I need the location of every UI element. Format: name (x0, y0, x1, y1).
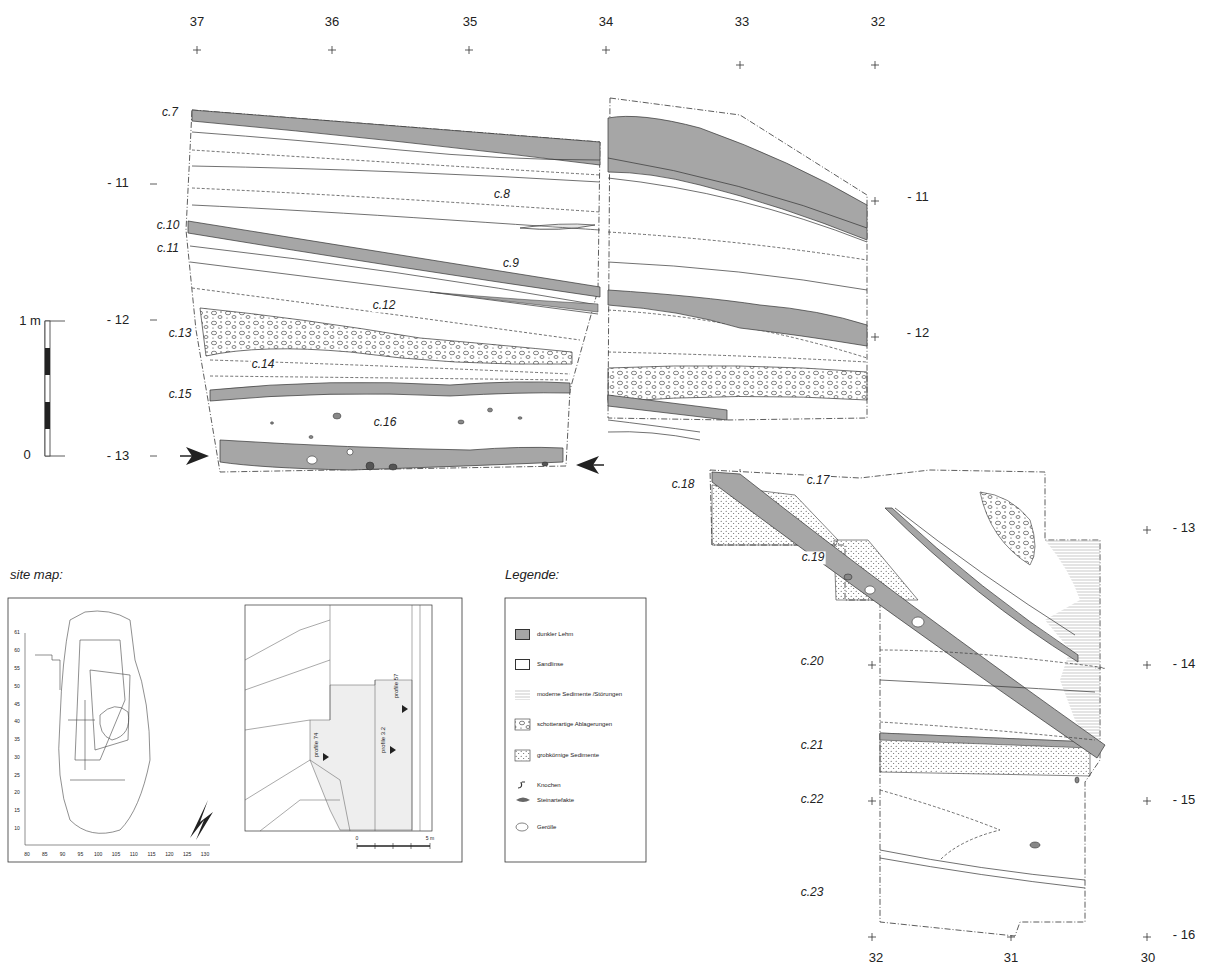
coordinate-label: - 16 (1173, 928, 1195, 942)
coordinate-label: 30 (14, 755, 20, 761)
coordinate-label: - 13 (1173, 521, 1195, 535)
coordinate-label: 35 (14, 737, 20, 743)
coordinate-label: 31 (1004, 951, 1018, 965)
legend-text: Gerölle (537, 824, 556, 831)
layer-label: c.13 (168, 327, 193, 340)
layer-label: c.18 (671, 478, 696, 491)
layer-label: c.16 (373, 416, 398, 429)
coordinate-label: 10 (14, 826, 20, 832)
coordinate-label: 60 (14, 648, 20, 654)
coordinate-label: profile 3.2 (380, 727, 387, 753)
coordinate-label: 34 (599, 15, 613, 29)
layer-label: c.15 (168, 388, 193, 401)
coordinate-label: 1 m (19, 314, 41, 328)
legend-text: Knochen (537, 782, 561, 789)
coordinate-label: 35 (463, 15, 477, 29)
coordinate-label: 50 (14, 684, 20, 690)
coordinate-label: 80 (24, 852, 30, 858)
coordinate-label: 25 (14, 773, 20, 779)
coordinate-label: 130 (201, 852, 209, 858)
legend-text: schotterartige Ablagerungen (537, 721, 612, 728)
coordinate-label: 125 (183, 852, 191, 858)
legend-text: Steinartefakte (537, 797, 574, 804)
layer-label: c.21 (800, 739, 825, 752)
coordinate-label: 100 (94, 852, 102, 858)
layer-label: c.19 (801, 551, 826, 564)
coordinate-label: - 14 (1173, 657, 1195, 671)
layer-label: c.23 (800, 886, 825, 899)
coordinate-label: 37 (190, 15, 204, 29)
coordinate-label: - 12 (107, 313, 129, 327)
coordinate-label: 40 (14, 719, 20, 725)
coordinate-label: 61 (14, 630, 20, 636)
layer-label: c.12 (372, 299, 397, 312)
layer-label: c.8 (493, 188, 511, 201)
coordinate-label: 120 (165, 852, 173, 858)
coordinate-label: 105 (112, 852, 120, 858)
layer-label: Legende: (505, 568, 559, 582)
legend-text: moderne Sedimente /Störungen (537, 691, 622, 698)
coordinate-label: 5 m (426, 836, 434, 842)
coordinate-label: profile 74 (313, 733, 320, 758)
coordinate-label: profile 57 (393, 674, 400, 699)
legend-text: Sandlinse (537, 661, 563, 668)
coordinate-label: - 15 (1173, 793, 1195, 807)
layer-label: c.14 (251, 358, 276, 371)
legend-text: grobkörnige Sedimente (537, 752, 599, 759)
layer-label: c.10 (156, 219, 181, 232)
coordinate-label: 20 (14, 790, 20, 796)
layer-label: c.22 (800, 793, 825, 806)
coordinate-label: 30 (1141, 951, 1155, 965)
coordinate-label: 32 (869, 951, 883, 965)
coordinate-label: - 13 (107, 449, 129, 463)
coordinate-label: 115 (148, 852, 156, 858)
layer-label: c.7 (161, 106, 179, 119)
layer-label: c.9 (502, 257, 520, 270)
coordinate-label: 36 (325, 15, 339, 29)
coordinate-label: 32 (871, 15, 885, 29)
coordinate-label: 110 (130, 852, 138, 858)
coordinate-label: 90 (60, 852, 66, 858)
coordinate-label: 0 (23, 448, 30, 462)
coordinate-label: 85 (42, 852, 48, 858)
coordinate-label: - 12 (907, 326, 929, 340)
layer-label: c.11 (156, 242, 180, 255)
coordinate-label: 95 (78, 852, 84, 858)
coordinate-label: 45 (14, 702, 20, 708)
legend-swatch (515, 659, 530, 670)
coordinate-label: 15 (14, 808, 20, 814)
coordinate-label: 55 (14, 666, 20, 672)
legend-swatch (515, 629, 530, 640)
layer-label: c.17 (806, 474, 831, 487)
coordinate-label: 0 (356, 836, 359, 842)
coordinate-label: 33 (735, 15, 749, 29)
legend-text: dunkler Lehm (537, 631, 573, 638)
layer-label: c.20 (800, 655, 825, 668)
coordinate-label: - 11 (107, 176, 128, 190)
coordinate-label: - 11 (907, 190, 928, 204)
layer-label: site map: (10, 568, 63, 582)
